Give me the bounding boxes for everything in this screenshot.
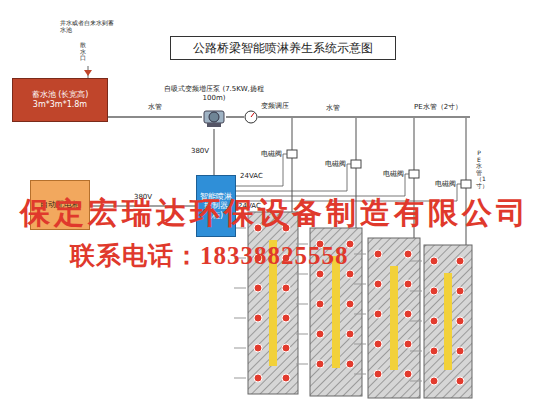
main-pipe xyxy=(258,116,470,118)
spray-stub xyxy=(296,334,308,335)
pressure-gauge: 变频调压 xyxy=(244,110,258,124)
pump-icon xyxy=(202,105,226,129)
valve-symbol xyxy=(351,160,361,168)
nozzle xyxy=(346,330,354,338)
spray-stub xyxy=(296,364,308,365)
valve-label: 电磁阀 xyxy=(325,160,346,168)
spray-stub xyxy=(234,348,246,349)
nozzle xyxy=(456,377,464,385)
voltage-label: 24VAC xyxy=(240,173,263,180)
valve-symbol xyxy=(409,170,419,178)
spray-stub xyxy=(410,321,422,322)
nozzle xyxy=(254,284,262,292)
nozzle xyxy=(346,300,354,308)
nozzle xyxy=(282,374,290,382)
spray-stub xyxy=(410,351,422,352)
spray-stub xyxy=(410,291,422,292)
nozzle xyxy=(404,310,412,318)
nozzle xyxy=(282,344,290,352)
nozzle xyxy=(346,270,354,278)
connector-label: 380V xyxy=(190,148,210,156)
pipe-label: 水管 xyxy=(326,104,340,112)
pump-symbol: 自吸式变频增压泵 (7.5KW,扬程100m) xyxy=(202,105,226,129)
spray-stub xyxy=(234,378,246,379)
node-detail: 3m*3m*1.8m xyxy=(33,100,87,110)
signal-wire xyxy=(236,164,351,191)
connector-label: 水管 xyxy=(147,104,163,112)
nozzle xyxy=(374,340,382,348)
pipe-spec: PE水管（1寸） xyxy=(476,150,482,190)
valve-symbol xyxy=(287,150,297,158)
nozzle xyxy=(404,280,412,288)
pier-strip xyxy=(390,266,398,370)
water-pipe xyxy=(226,116,244,118)
spray-stub xyxy=(296,304,308,305)
power-cable xyxy=(214,129,215,175)
nozzle xyxy=(316,270,324,278)
nozzle xyxy=(404,340,412,348)
nozzle xyxy=(456,287,464,295)
spray-stub xyxy=(354,314,366,315)
nozzle xyxy=(254,344,262,352)
nozzle xyxy=(316,300,324,308)
nozzle xyxy=(456,347,464,355)
signal-wire xyxy=(236,154,287,186)
nozzle xyxy=(374,250,382,258)
spray-stub xyxy=(410,381,422,382)
pier-group xyxy=(248,212,472,398)
nozzle xyxy=(404,250,412,258)
outlet-label: 散水口 xyxy=(80,42,86,62)
gauge-icon xyxy=(244,110,258,124)
diagram-title: 公路桥梁智能喷淋养生系统示意图 xyxy=(193,41,373,55)
watermark: 联系电话：18338825558 xyxy=(70,242,349,271)
watermark: 保定宏瑞达环保设备制造有限公司 xyxy=(20,196,530,231)
spray-stub xyxy=(234,288,246,289)
valve-label: 电磁阀 xyxy=(383,170,404,178)
nozzle xyxy=(456,257,464,265)
valve-label: 电磁阀 xyxy=(435,180,456,188)
nozzle xyxy=(456,317,464,325)
nozzle xyxy=(282,314,290,322)
spray-stub xyxy=(410,261,422,262)
spray-stub xyxy=(354,284,366,285)
pipe-spec: PE水管（2寸） xyxy=(414,103,462,111)
pier xyxy=(248,212,298,394)
node-title: 蓄水池 (长宽高) xyxy=(32,90,89,100)
title-box: 公路桥梁智能喷淋养生系统示意图 xyxy=(170,36,396,60)
spray-stub xyxy=(234,318,246,319)
nozzle xyxy=(282,284,290,292)
nozzle xyxy=(374,280,382,288)
nozzle xyxy=(374,370,382,378)
spray-stub xyxy=(296,274,308,275)
node-title: 自吸式变频增压泵 (7.5KW,扬程100m) xyxy=(164,85,264,102)
node-title: 变频调压 xyxy=(261,102,289,110)
pier-strip xyxy=(444,273,452,370)
nozzle xyxy=(316,360,324,368)
pier xyxy=(368,238,420,398)
pier xyxy=(424,245,472,398)
nozzle xyxy=(404,370,412,378)
spray-stub xyxy=(354,344,366,345)
inlet-marker xyxy=(84,70,92,76)
nozzle xyxy=(374,310,382,318)
valve-symbol xyxy=(461,180,471,188)
nozzle xyxy=(316,330,324,338)
nozzle xyxy=(430,377,438,385)
nozzle xyxy=(346,360,354,368)
water-pipe xyxy=(108,116,202,118)
valve-label: 电磁阀 xyxy=(261,150,282,158)
pier-strip xyxy=(332,256,340,368)
nozzle xyxy=(254,314,262,322)
spray-stub xyxy=(354,374,366,375)
nozzle xyxy=(254,374,262,382)
nozzle xyxy=(430,287,438,295)
nozzle xyxy=(430,347,438,355)
nozzle xyxy=(430,257,438,265)
source-note: 井水或者自来水到蓄水池 xyxy=(60,20,118,34)
spray-stub xyxy=(354,254,366,255)
nozzle xyxy=(430,317,438,325)
reservoir-box: 蓄水池 (长宽高)3m*3m*1.8m xyxy=(12,78,108,122)
